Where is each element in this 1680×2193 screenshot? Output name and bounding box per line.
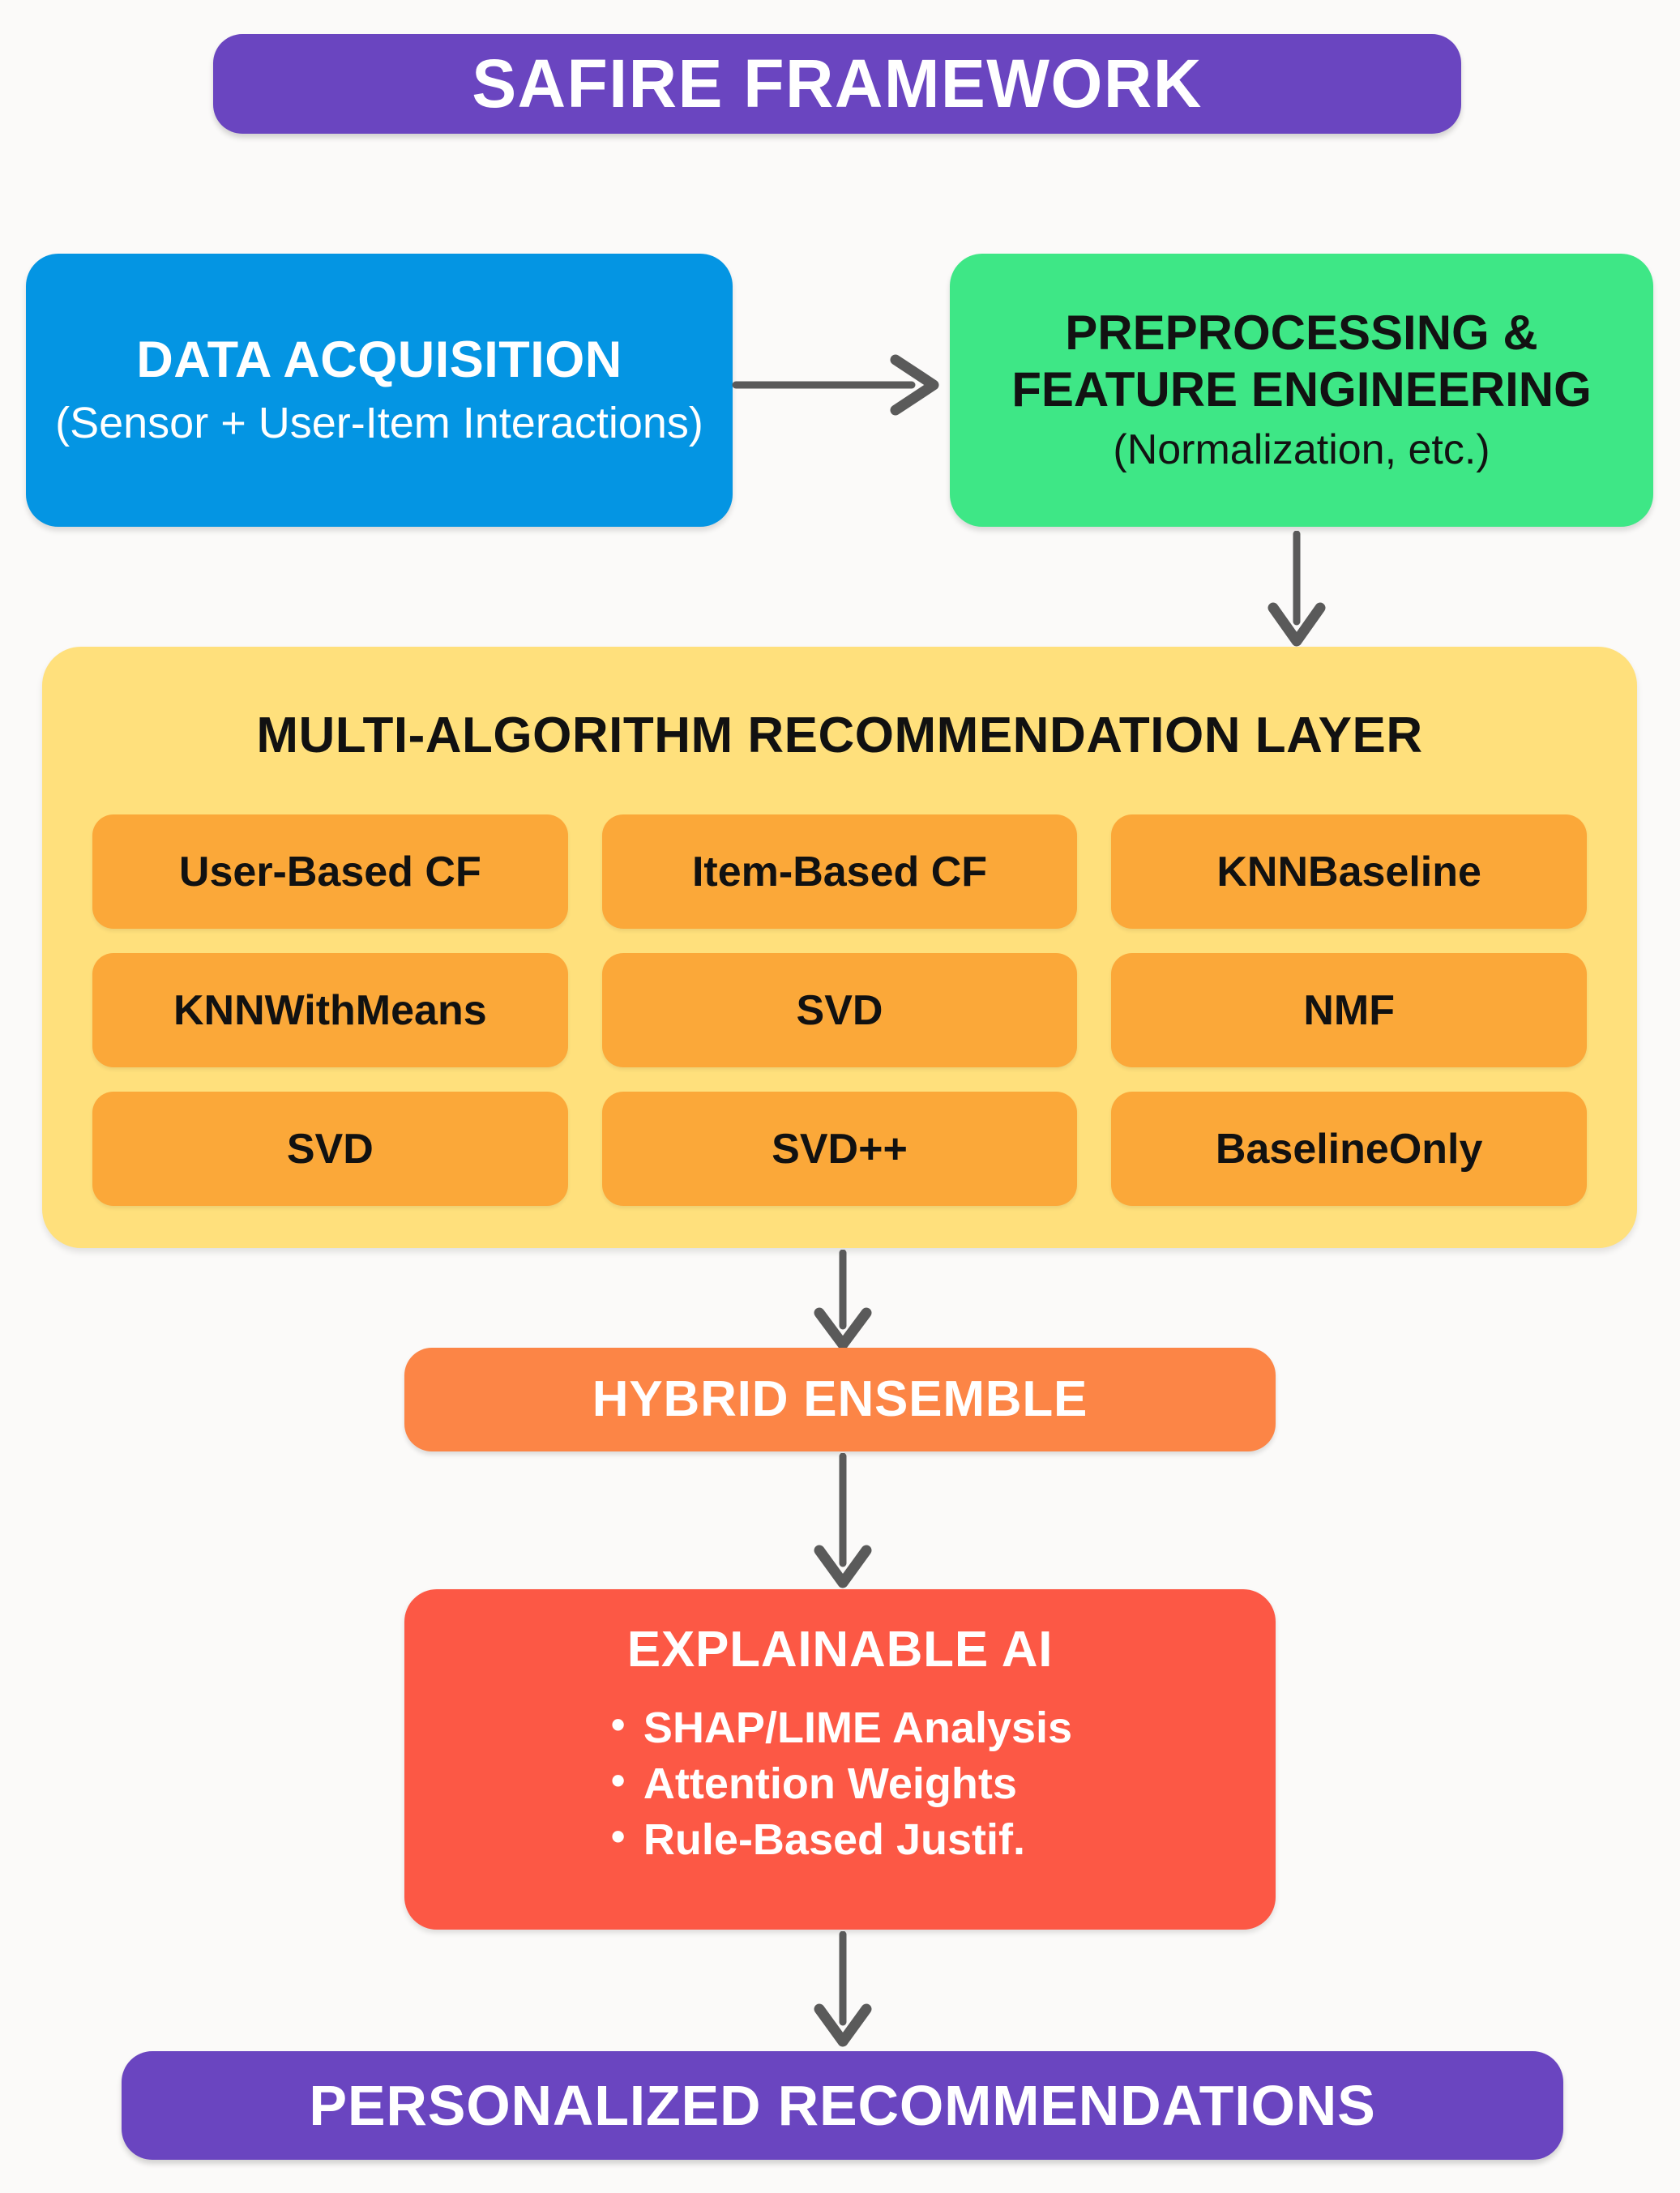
page-title: SAFIRE FRAMEWORK — [472, 45, 1203, 122]
arrow-hybrid-ensemble-to-explainable-ai — [814, 1453, 872, 1588]
preprocessing-subtitle: (Normalization, etc.) — [1113, 426, 1490, 474]
algorithm-pill[interactable]: Item-Based CF — [601, 814, 1078, 929]
arrow-algorithm-layer-to-hybrid-ensemble — [814, 1250, 872, 1350]
algorithm-pill-grid: User-Based CF Item-Based CF KNNBaseline … — [92, 814, 1587, 1206]
list-item: Attention Weights — [608, 1755, 1072, 1812]
preprocessing-heading-line1: PREPROCESSING & — [1065, 306, 1538, 361]
arrow-explainable-ai-to-personalized-recommendations — [814, 1931, 872, 2047]
stage-hybrid-ensemble: HYBRID ENSEMBLE — [404, 1348, 1276, 1451]
hybrid-ensemble-heading: HYBRID ENSEMBLE — [592, 1371, 1088, 1428]
algorithm-pill[interactable]: BaselineOnly — [1111, 1092, 1587, 1206]
personalized-recommendations-heading: PERSONALIZED RECOMMENDATIONS — [309, 2073, 1376, 2137]
arrow-data-acquisition-to-preprocessing — [732, 354, 939, 416]
stage-personalized-recommendations: PERSONALIZED RECOMMENDATIONS — [122, 2051, 1563, 2160]
data-acquisition-subtitle: (Sensor + User-Item Interactions) — [55, 398, 703, 447]
algorithm-pill[interactable]: KNNWithMeans — [92, 953, 568, 1067]
list-item: SHAP/LIME Analysis — [608, 1699, 1072, 1756]
framework-title-box: SAFIRE FRAMEWORK — [213, 34, 1461, 134]
algorithm-layer-heading: MULTI-ALGORITHM RECOMMENDATION LAYER — [256, 707, 1423, 763]
data-acquisition-heading: DATA ACQUISITION — [136, 331, 622, 389]
algorithm-pill[interactable]: SVD++ — [601, 1092, 1078, 1206]
algorithm-pill[interactable]: SVD — [601, 953, 1078, 1067]
explainable-ai-heading: EXPLAINABLE AI — [626, 1622, 1054, 1678]
stage-explainable-ai: EXPLAINABLE AI SHAP/LIME Analysis Attent… — [404, 1589, 1276, 1930]
stage-multi-algorithm-recommendation-layer: MULTI-ALGORITHM RECOMMENDATION LAYER Use… — [42, 647, 1637, 1248]
stage-preprocessing-feature-engineering: PREPROCESSING & FEATURE ENGINEERING (Nor… — [950, 254, 1653, 527]
explainable-ai-bullet-list: SHAP/LIME Analysis Attention Weights Rul… — [608, 1699, 1072, 1868]
algorithm-pill[interactable]: User-Based CF — [92, 814, 568, 929]
arrow-preprocessing-to-algorithm-layer — [1267, 531, 1326, 647]
algorithm-pill[interactable]: SVD — [92, 1092, 568, 1206]
stage-data-acquisition: DATA ACQUISITION (Sensor + User-Item Int… — [26, 254, 733, 527]
algorithm-pill[interactable]: NMF — [1111, 953, 1587, 1067]
list-item: Rule-Based Justif. — [608, 1810, 1072, 1868]
algorithm-pill[interactable]: KNNBaseline — [1111, 814, 1587, 929]
preprocessing-heading-line2: FEATURE ENGINEERING — [1011, 361, 1592, 417]
